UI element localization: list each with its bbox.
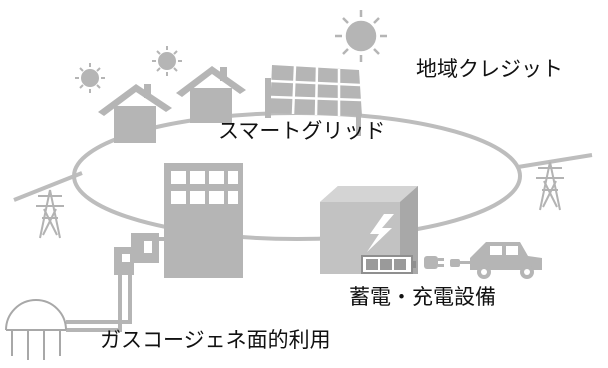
cogeneration-label: ガスコージェネ面的利用 <box>100 328 331 352</box>
regional-credit-label: 地域クレジット <box>416 57 563 81</box>
house-icon <box>176 66 246 123</box>
smart-grid-label: スマートグリッド <box>218 119 386 143</box>
transmission-tower-icon <box>36 189 64 239</box>
building-icon <box>164 163 243 278</box>
car-icon <box>470 242 542 279</box>
sun-icon <box>75 63 105 93</box>
cogeneration-unit-icon <box>66 233 166 332</box>
solar-panel-icon <box>265 65 362 136</box>
storage-charging-label: 蓄電・充電設備 <box>349 285 496 309</box>
battery-icon <box>361 255 416 274</box>
battery-cabinet-icon <box>320 186 418 274</box>
lightning-icon <box>367 214 394 252</box>
plug-icon <box>424 256 472 269</box>
house-icon <box>98 84 172 143</box>
sun-icon <box>335 10 387 62</box>
transmission-tower-icon <box>536 161 564 211</box>
gas-tank-icon <box>5 299 67 360</box>
sun-icon <box>152 46 182 76</box>
power-lines <box>13 153 593 202</box>
